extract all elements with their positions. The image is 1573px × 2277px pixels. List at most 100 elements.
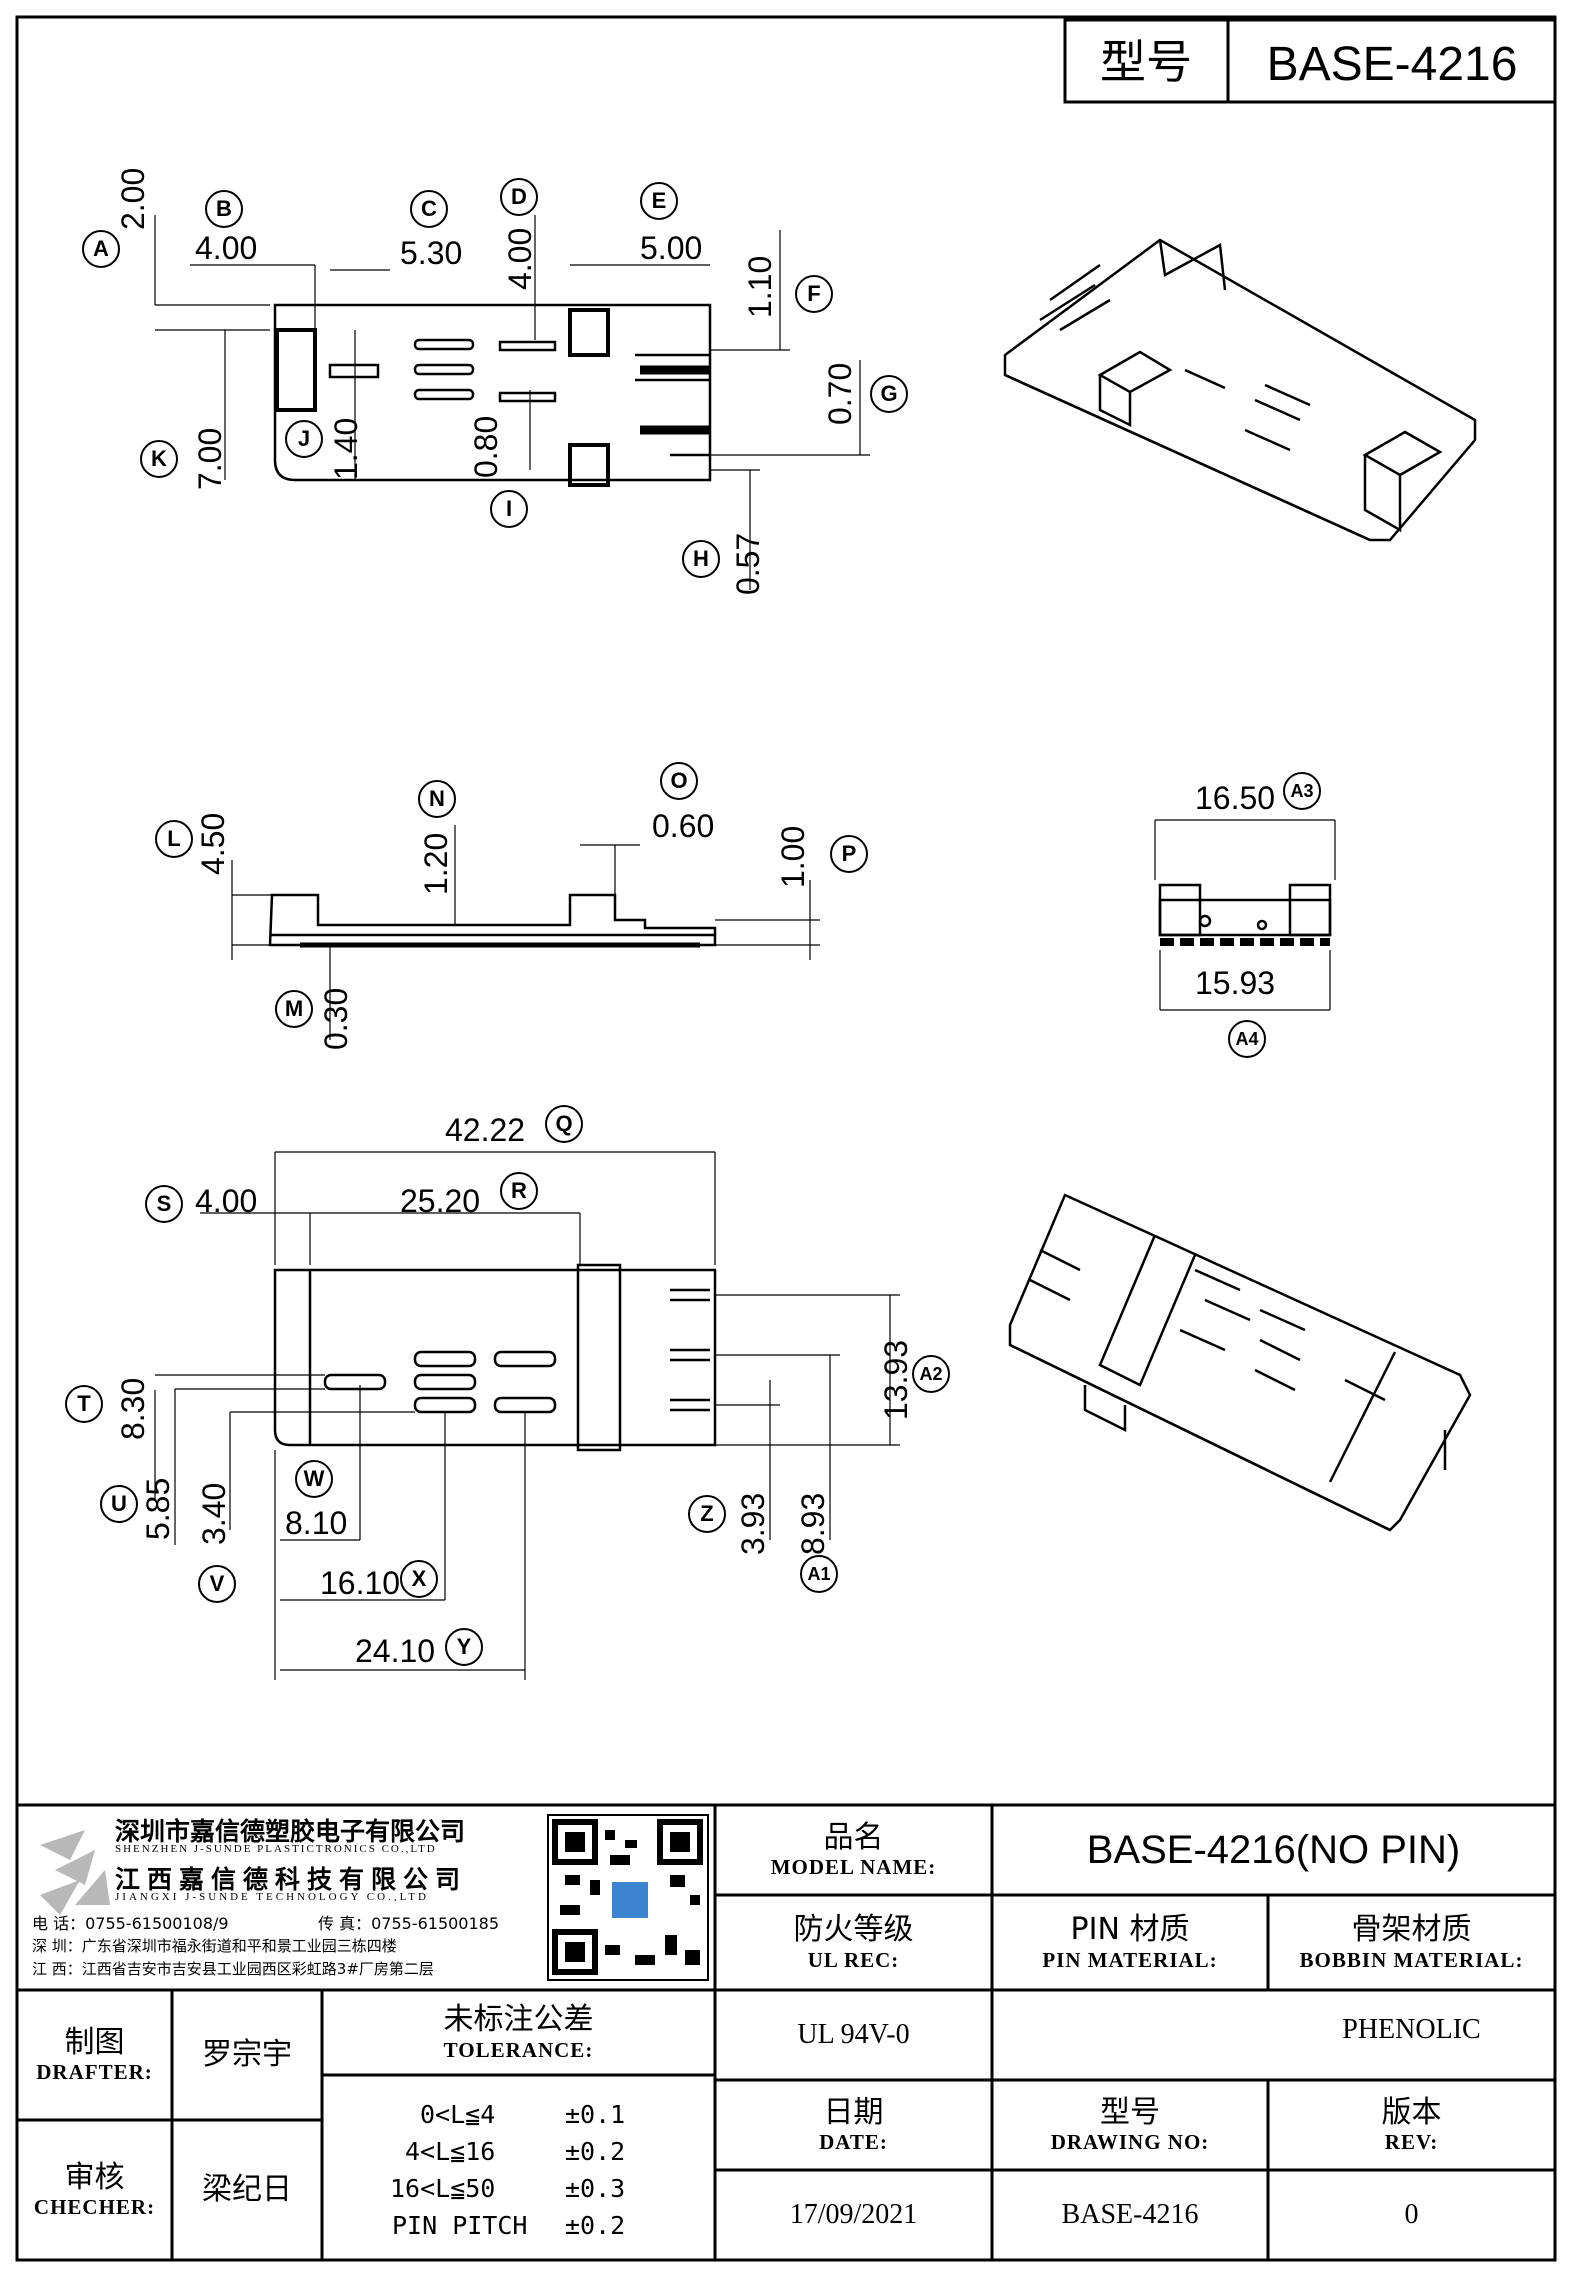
title-block-grid [17, 1803, 1555, 2260]
callout-j: J [285, 420, 323, 458]
dim-o: 0.60 [652, 808, 715, 844]
dim-a4: 15.93 [1195, 965, 1276, 1001]
drawing-border [15, 15, 1557, 2262]
tolerance-cn: 未标注公差 [443, 2002, 594, 2038]
dim-g: 0.70 [822, 362, 858, 425]
company-name-jiangxi: 江西嘉信德科技有限公司 [115, 1865, 468, 1894]
dim-d: 4.00 [502, 227, 538, 290]
drawing-no-cell: 型号 DRAWING NO: [992, 2080, 1268, 2170]
rev-en: REV: [1384, 2130, 1439, 2155]
date-en: DATE: [819, 2130, 888, 2155]
dim-c: 5.30 [400, 235, 463, 271]
dim-k: 7.00 [192, 427, 228, 490]
callout-z: Z [688, 1495, 726, 1533]
dim-b: 4.00 [195, 230, 258, 266]
callout-c: C [410, 190, 448, 228]
dim-p: 1.00 [775, 825, 811, 888]
drafter-cn: 制图 [64, 2024, 125, 2060]
tolerance-range-2: 4<L≦16 [405, 2137, 496, 2166]
callout-e: E [640, 182, 678, 220]
checker-name: 梁纪日 [202, 2171, 292, 2207]
dim-h: 0.57 [730, 532, 766, 595]
callout-l: L [155, 820, 193, 858]
callout-k: K [140, 440, 178, 478]
tolerance-en: TOLERANCE: [443, 2037, 594, 2062]
checker-en: CHECHER: [33, 2195, 156, 2220]
checker-cn: 审核 [64, 2159, 125, 2195]
pin-material-value [992, 1990, 1268, 2080]
drafter-name: 罗宗宇 [202, 2036, 292, 2072]
callout-a3: A3 [1283, 772, 1321, 810]
drawing-no-cn: 型号 [1100, 2094, 1160, 2130]
qr-code-icon [547, 1814, 709, 1981]
end-view [1154, 819, 1336, 1011]
checker-label-cell: 审核 CHECHER: [17, 2120, 172, 2260]
callout-p: P [830, 835, 868, 873]
rev-value: 0 [1404, 2198, 1419, 2230]
callout-o: O [660, 762, 698, 800]
dim-w: 8.10 [285, 1505, 348, 1541]
callout-b: B [205, 190, 243, 228]
tolerance-value-1: ±0.1 [565, 2100, 626, 2129]
model-name-value: BASE-4216(NO PIN) [1086, 1828, 1461, 1872]
dim-m: 0.30 [318, 987, 354, 1050]
callout-n: N [418, 780, 456, 818]
ul-rec-en: UL REC: [807, 1947, 900, 1972]
ul-rec-value: UL 94V-0 [797, 2018, 910, 2050]
rev-cn: 版本 [1381, 2094, 1442, 2130]
callout-x: X [400, 1560, 438, 1598]
dim-a1: 8.93 [795, 1492, 831, 1555]
company-address-jiangxi: 江 西：江西省吉安市吉安县工业园西区彩虹路3#厂房第二层 [32, 1960, 434, 1978]
dim-y: 24.10 [355, 1633, 436, 1669]
dim-x: 16.10 [320, 1565, 401, 1601]
callout-f: F [795, 275, 833, 313]
callout-w: W [295, 1460, 333, 1498]
callout-a2: A2 [912, 1355, 950, 1393]
dim-a2: 13.93 [878, 1339, 914, 1420]
dim-v: 3.40 [196, 1482, 232, 1545]
callout-i: I [490, 490, 528, 528]
rev-cell: 版本 REV: [1268, 2080, 1555, 2170]
isometric-view-bottom [1008, 1193, 1472, 1532]
bobbin-material-cell: 骨架材质 BOBBIN MATERIAL: [1268, 1895, 1555, 1990]
dim-u: 5.85 [140, 1477, 176, 1540]
dim-q: 42.22 [445, 1112, 526, 1148]
bobbin-material-cn: 骨架材质 [1351, 1912, 1472, 1948]
company-name-shenzhen-en: SHENZHEN J-SUNDE PLASTICTRONICS CO.,LTD [115, 1843, 437, 1855]
callout-s: S [145, 1185, 183, 1223]
dim-j: 1.40 [328, 417, 364, 480]
callout-q: Q [545, 1105, 583, 1143]
pin-material-cell: PIN 材质 PIN MATERIAL: [992, 1895, 1268, 1990]
dim-z: 3.93 [735, 1492, 771, 1555]
drafter-en: DRAFTER: [36, 2060, 153, 2085]
callout-g: G [870, 375, 908, 413]
ul-rec-cell: 防火等级 UL REC: [715, 1895, 992, 1990]
ul-rec-cn: 防火等级 [793, 1912, 914, 1948]
callout-a1: A1 [800, 1555, 838, 1593]
date-cn: 日期 [823, 2094, 884, 2130]
dim-e: 5.00 [640, 230, 703, 266]
tolerance-value-4: ±0.2 [565, 2211, 626, 2240]
drawing-no-en: DRAWING NO: [1050, 2130, 1210, 2155]
isometric-view-top [1003, 238, 1477, 542]
dim-l: 4.50 [195, 812, 231, 875]
bobbin-material-value: PHENOLIC [1342, 2013, 1481, 2045]
tolerance-value-3: ±0.3 [565, 2174, 626, 2203]
tolerance-range-1: 0<L≦4 [420, 2100, 496, 2129]
dim-n: 1.20 [418, 832, 454, 895]
header-model-box: 型号 BASE-4216 [1063, 18, 1557, 104]
dim-s: 4.00 [195, 1183, 258, 1219]
dim-a: 2.00 [115, 167, 151, 230]
callout-h: H [682, 540, 720, 578]
top-view [154, 215, 870, 590]
company-tel: 电 话：0755-61500108/9 [32, 1914, 229, 1933]
callout-d: D [500, 178, 538, 216]
tolerance-header-cell: 未标注公差 TOLERANCE: [322, 1990, 715, 2075]
model-name-cn: 品名 [823, 1819, 884, 1855]
company-name-shenzhen: 深圳市嘉信德塑胶电子有限公司 [115, 1817, 466, 1846]
pin-material-en: PIN MATERIAL: [1042, 1947, 1218, 1972]
tolerance-value-2: ±0.2 [565, 2137, 626, 2166]
callout-r: R [500, 1172, 538, 1210]
header-model-value: BASE-4216 [1267, 38, 1518, 91]
